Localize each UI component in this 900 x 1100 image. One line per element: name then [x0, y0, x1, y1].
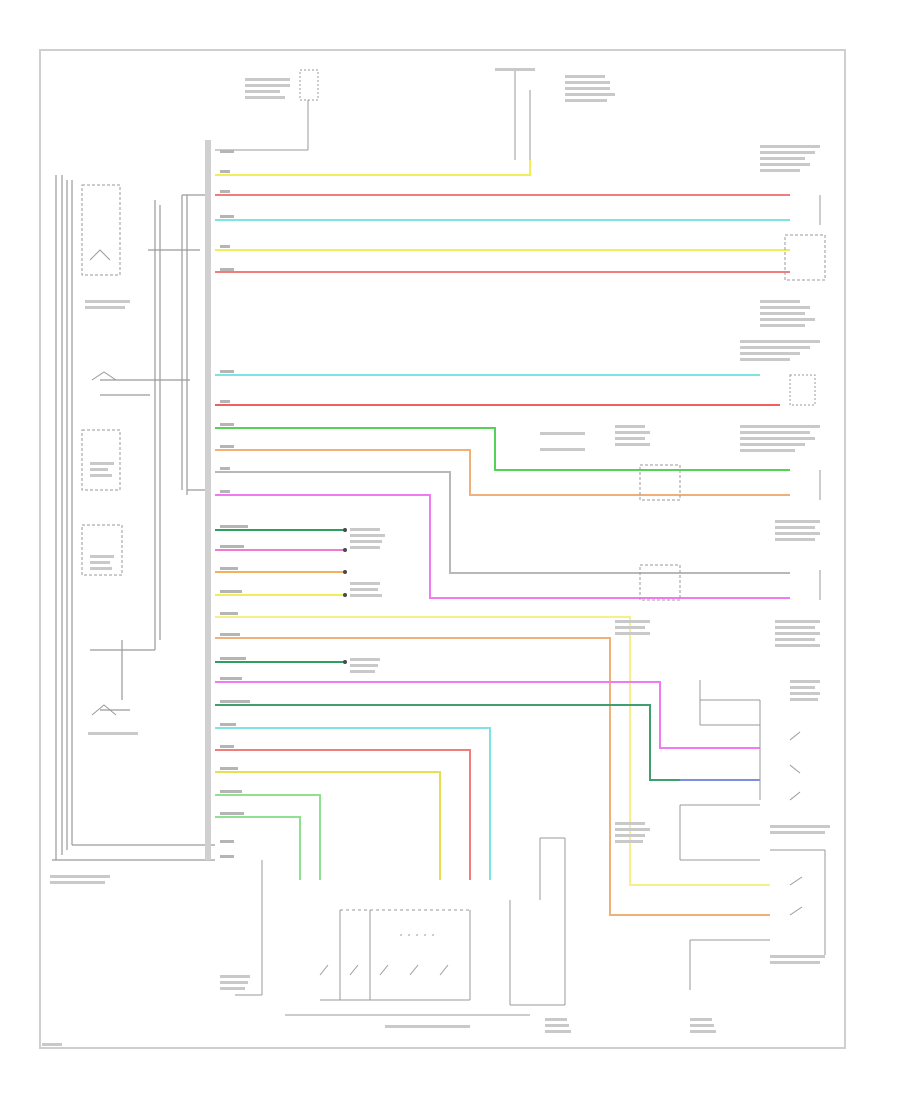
top-lamp	[215, 69, 531, 170]
wire-orange-1	[215, 449, 790, 496]
wire-yel-4	[215, 616, 770, 886]
bottom-text-blocks	[220, 975, 716, 1033]
component-switch-b	[639, 564, 681, 601]
wire-lgreen-1	[215, 794, 321, 880]
diagram-border	[39, 49, 846, 1049]
wire-terminals	[343, 528, 347, 664]
wire-green-4	[215, 704, 760, 781]
switch-assembly	[285, 909, 530, 1016]
wire-yel-1	[215, 160, 531, 176]
wire-cyan-3	[215, 727, 491, 880]
relay-mid	[81, 429, 121, 491]
wire-yel-5	[215, 771, 441, 880]
wire-magenta-1	[215, 494, 790, 599]
component-switch-a	[639, 464, 681, 501]
wire-gray-1	[215, 471, 790, 574]
wire-group	[215, 160, 790, 916]
relay-lower	[81, 524, 123, 576]
wire-code-labels	[220, 150, 250, 858]
component-top-right	[784, 234, 826, 281]
right-text-blocks	[350, 145, 830, 964]
wire-green-1	[215, 427, 790, 471]
left-text-blocks	[42, 300, 138, 1046]
left-relays	[81, 184, 123, 716]
wire-pink-2	[215, 681, 760, 749]
module-bus-lines	[52, 175, 215, 861]
wire-red-4	[215, 749, 471, 880]
connector-posts	[205, 140, 211, 860]
wire-orange-3	[215, 637, 770, 916]
right-components	[235, 195, 826, 1006]
relay-top	[81, 184, 121, 276]
top-text-blocks	[245, 68, 615, 102]
component-lamp-right	[789, 374, 816, 406]
wire-lgreen-2	[215, 816, 301, 880]
